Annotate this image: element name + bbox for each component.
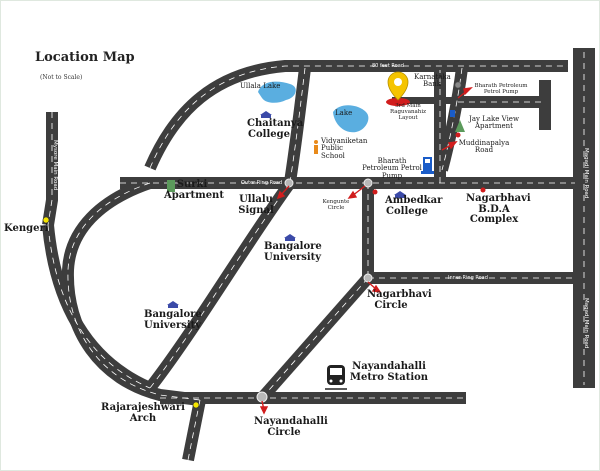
nagarbhavi-bda-dot xyxy=(480,187,486,193)
kengeri-dot xyxy=(42,216,50,224)
school-person-icon xyxy=(314,140,318,154)
road-label-magadi-bottom: Magadi Main Road xyxy=(583,298,589,349)
bangalore-university-1-icon xyxy=(284,234,296,241)
nagarbhavi-circle-dot xyxy=(363,273,373,283)
map-subtitle: (Not to Scale) xyxy=(40,74,83,81)
map-title: Location Map xyxy=(35,50,135,65)
road-west-arc xyxy=(61,177,201,406)
ullalu-signal-circle xyxy=(284,178,294,188)
label-nayandahalli-circle: Nayandahalli Circle xyxy=(254,416,328,438)
road-label-inner-ring: Inner Ring Road xyxy=(448,275,488,281)
label-bharath-pump-mid: Bharath Petroleum Petrol Pump xyxy=(362,157,422,180)
nayandahalli-circle-dot xyxy=(256,391,268,403)
label-ullala-lake: Ullala Lake xyxy=(240,82,281,90)
label-nayandahalli-metro: Nayandahalli Metro Station xyxy=(349,361,429,383)
road-label-magadi-top: Magadi Main Road xyxy=(583,148,589,199)
label-lake: Lake xyxy=(335,109,353,117)
road-label-80-feet: 80 feet Road xyxy=(372,63,404,69)
label-muddinapalya: Muddinapalya Road xyxy=(458,139,510,155)
label-nagarbhavi-circle: Nagarbhavi Circle xyxy=(367,289,432,311)
junction-circles xyxy=(256,178,373,403)
label-nagarbhavi-bda: Nagarbhavi B.D.A Complex xyxy=(466,193,531,225)
label-kengeri: Kengeri xyxy=(4,223,49,234)
bangalore-university-2-icon xyxy=(167,301,179,308)
direction-arrows xyxy=(259,87,473,415)
ambedkar-college-icon xyxy=(394,191,406,198)
label-jay-lake: Jay Lake View Apartment xyxy=(469,115,519,131)
rajarajeshwari-dot xyxy=(192,401,200,409)
road-label-mysore: Mysore Main Road xyxy=(52,140,58,191)
surki-apartment-icon xyxy=(167,180,175,192)
kengunte-circle-dot xyxy=(363,178,373,188)
ambedkar-dot xyxy=(372,189,378,195)
road-site-lane xyxy=(392,97,454,104)
label-kengunte: Kengunte Circle xyxy=(322,199,350,211)
petrol-pump-top-icon xyxy=(450,110,455,117)
label-bangalore-univ-1: Bangalore University xyxy=(264,241,322,263)
ullala-lake-shape xyxy=(258,81,296,103)
label-ullalu-signal: Ullalu Signal xyxy=(238,194,274,216)
label-karnataka-bank: Karnataka Bank xyxy=(414,73,451,89)
label-vidyaniketan: Vidyaniketan Public School xyxy=(321,137,368,160)
label-surki: Surki Apartment xyxy=(164,179,224,201)
metro-train-icon xyxy=(325,365,347,390)
petrol-pump-icon xyxy=(421,157,434,174)
label-rajarajeshwari: Rajarajeshwari Arch xyxy=(101,402,185,424)
muddinapalya-dot xyxy=(455,132,461,138)
label-ambedkar: Ambedkar College xyxy=(385,195,443,217)
chaitanya-college-icon xyxy=(260,111,272,118)
road-centerlines xyxy=(47,52,585,461)
bank-icon xyxy=(454,81,462,89)
road-label-outer-ring: Outer Ring Road xyxy=(241,180,283,186)
jay-lake-apartment-icon xyxy=(455,120,465,132)
site-pin-icon xyxy=(386,71,410,106)
label-bangalore-univ-2: Bangalore University xyxy=(144,309,202,331)
label-site: 3rd Main Raguvanahiz Layout xyxy=(389,103,427,121)
lake-shape xyxy=(333,105,369,133)
label-chaitanya-college: Chaitanya College xyxy=(247,118,304,140)
label-bharath-pump-top: Bharath Petroleum Petrol Pump xyxy=(474,83,528,95)
road-south-arch xyxy=(182,398,206,462)
